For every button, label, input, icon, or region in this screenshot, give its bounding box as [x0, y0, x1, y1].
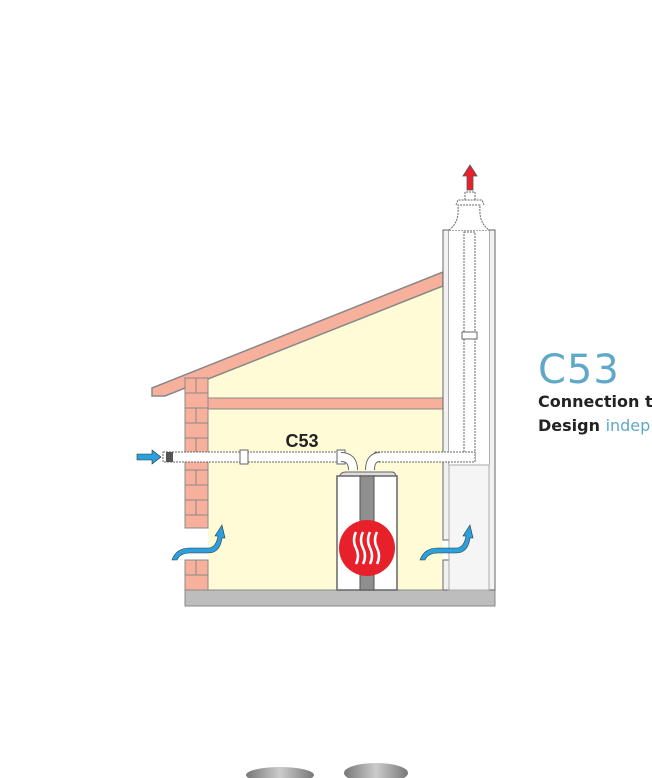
chimney-terminal [448, 191, 490, 231]
horizontal-flue-pipe [374, 451, 476, 463]
heat-waves-icon [352, 531, 381, 565]
side-line-1: Connection t [538, 392, 652, 411]
side-line-2-prefix: Design [538, 416, 606, 435]
exhaust-arrow-icon [462, 164, 478, 191]
pipe-fitting-image [246, 767, 314, 778]
roof [151, 270, 444, 397]
brick-wall [184, 377, 209, 591]
floor-slab [184, 589, 496, 607]
side-line-2-accent: indep [605, 416, 651, 435]
vertical-flue-pipe [463, 231, 476, 461]
pipe-coupling [239, 449, 249, 465]
air-flow-arrow-icon [419, 524, 474, 561]
side-title: C53 [538, 350, 620, 393]
ceiling-beam [207, 397, 444, 410]
air-intake-grille [166, 452, 173, 462]
pipe-label: C53 [285, 431, 318, 451]
air-intake-arrow-icon [136, 449, 162, 465]
boiler [336, 471, 398, 591]
heat-badge [339, 520, 395, 576]
side-line-2: Design indep [538, 414, 652, 438]
pipe-coupling [461, 331, 478, 340]
side-panel: C53 Connection t Design indep [538, 350, 652, 438]
air-flow-arrow-icon [171, 524, 226, 561]
horizontal-air-pipe [162, 451, 342, 463]
pipe-fitting-image [344, 763, 408, 778]
